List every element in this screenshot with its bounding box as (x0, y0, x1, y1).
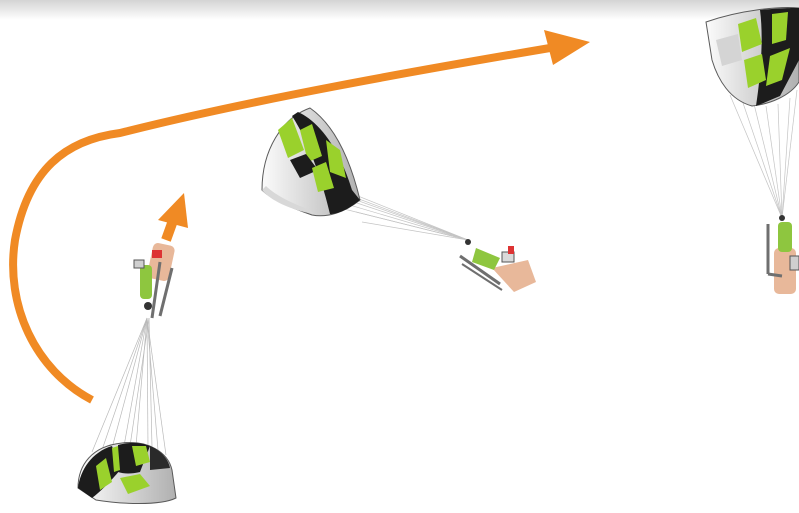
pilot-harness (134, 242, 176, 318)
up-arrow-head (158, 193, 188, 228)
pilot-harness (768, 215, 799, 294)
stage-end (706, 8, 799, 294)
stage-middle (262, 108, 536, 292)
paraglider-canopy (78, 443, 176, 504)
stage-start (78, 242, 176, 503)
paraglider-canopy (706, 8, 799, 106)
orange-up-arrow (158, 193, 188, 240)
pilot-harness (460, 239, 536, 292)
orange-turn-arrow (13, 30, 590, 400)
turn-arrow-shaft (13, 48, 550, 400)
paraglider-canopy (262, 108, 360, 216)
turn-arrow-head (544, 30, 590, 65)
lines-end (730, 90, 797, 218)
lines-start (92, 318, 166, 455)
